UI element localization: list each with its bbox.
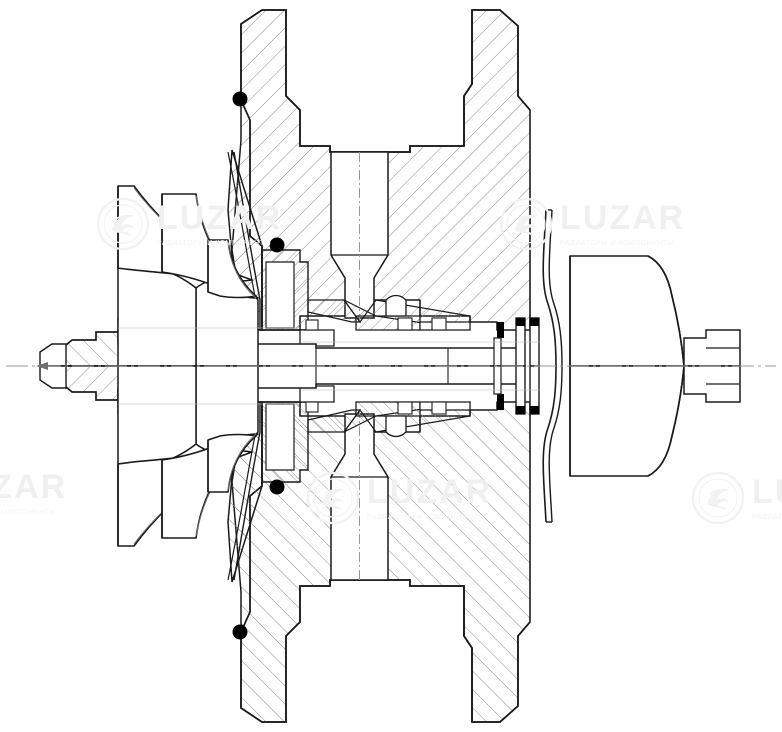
- axis-arrow-marker: [36, 362, 48, 370]
- oring-lower-outer-icon: [232, 624, 248, 640]
- center-axis: [6, 362, 776, 370]
- oring-upper-outer-icon: [232, 91, 248, 107]
- oring-upper-inner-icon: [269, 237, 285, 253]
- assembly-upper-half: [39, 9, 741, 367]
- oring-lower-inner-icon: [269, 479, 285, 495]
- seal-markers: [232, 91, 285, 640]
- assembly-lower-half: [39, 365, 741, 723]
- construction-lines: [118, 327, 540, 405]
